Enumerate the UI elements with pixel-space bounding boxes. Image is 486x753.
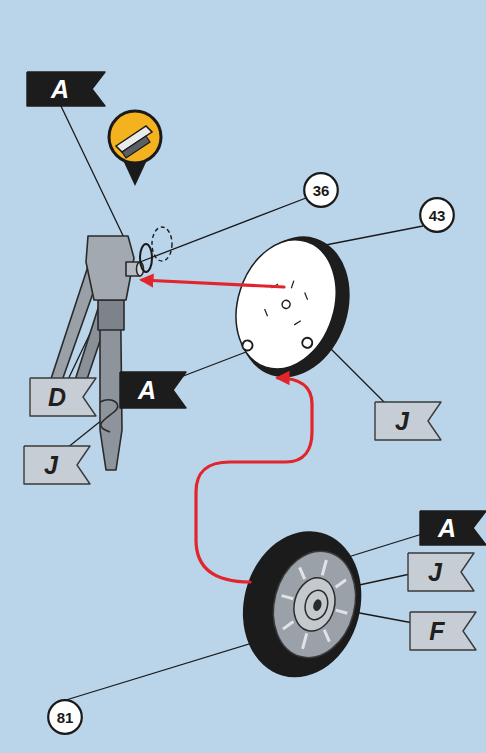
clip-ghost-outline [152,227,172,261]
callout-flag: D [30,378,96,416]
hub-hole [301,337,314,350]
flag-shape [24,446,90,484]
leader-line [66,640,262,700]
flag-shape [30,378,96,416]
suspension-strut [48,227,172,470]
wheel [227,518,377,691]
strut-collar [98,300,124,330]
hub-rim [220,222,367,392]
strut-spring [100,400,118,432]
cutter-handle [122,136,150,158]
callout-letter: A [120,372,186,408]
callout-flag: J [375,402,441,440]
callout-letter: J [408,553,474,591]
retaining-clip [140,244,152,272]
flag-shape [420,511,486,545]
callout-number: 81 [47,699,83,735]
callout-flag: J [24,446,90,484]
hub-face [220,227,352,382]
callout-letter: A [420,511,486,545]
flag-shape [27,72,105,106]
flag-shape [410,612,476,650]
assembly-arrows [142,280,312,582]
callout-flag: A [27,72,105,106]
callout-number: 36 [303,172,339,208]
callout-number-circle: 36 [303,172,339,208]
hub-bore [312,598,323,612]
callout-letter: A [27,72,105,106]
assembly-arrow [196,378,312,582]
hub-marks [263,275,312,327]
callout-letter: F [410,612,476,650]
wheel-hub-cap [288,573,341,636]
hub-centre [281,299,291,309]
flag-shape [120,372,186,408]
rim-spokes [270,551,359,657]
callout-flag: J [408,553,474,591]
cutter-icon [109,111,161,186]
callout-flag: A [420,511,486,545]
flag-shape [408,553,474,591]
hub-ring [302,588,331,623]
hub-hole [241,339,254,352]
callout-letter: D [30,378,96,416]
assembly-arrow [142,280,284,287]
wheel-rim [262,542,367,667]
callout-number: 43 [419,197,455,233]
callout-flag: F [410,612,476,650]
tyre [227,518,377,691]
callout-letter: J [24,446,90,484]
leader-lines [52,104,448,700]
callout-flag: A [120,372,186,408]
callout-number-circle: 43 [419,197,455,233]
flag-shape [375,402,441,440]
wheel-hub [218,221,367,392]
callout-number-circle: 81 [47,699,83,735]
icon-circle [109,111,161,163]
callout-letter: J [375,402,441,440]
